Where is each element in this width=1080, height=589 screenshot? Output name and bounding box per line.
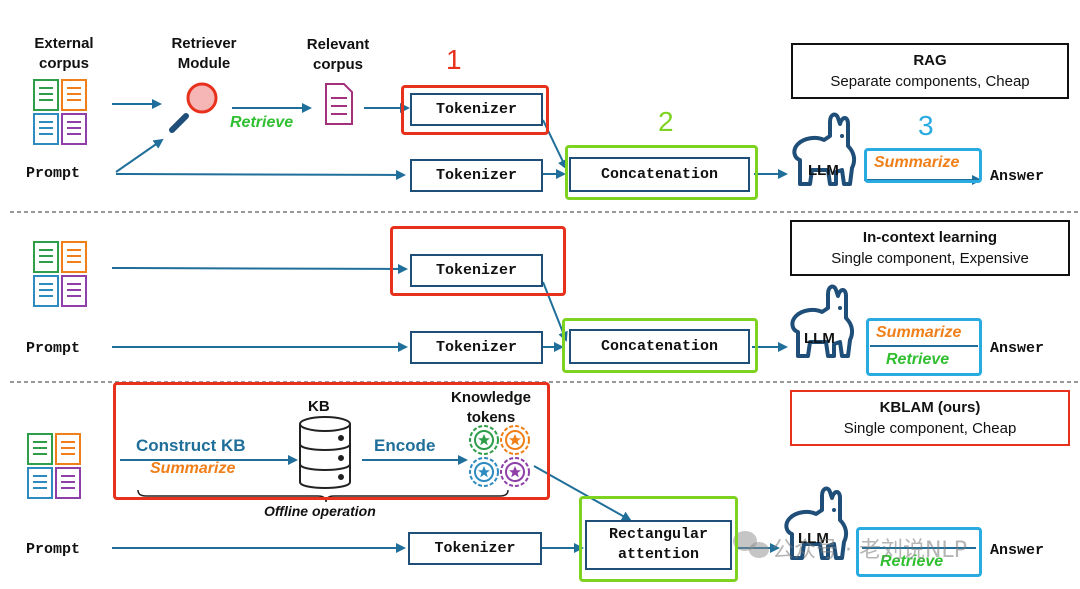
- summarize-label: Summarize: [876, 324, 962, 341]
- icl-concatenation-highlight: [562, 318, 758, 373]
- rag-caption-subtitle: Separate components, Cheap: [830, 73, 1030, 90]
- llm-label: LLM: [804, 330, 835, 347]
- relevant-corpus-label: Relevant corpus: [306, 36, 370, 73]
- database-icon: [299, 416, 351, 489]
- answer-label: Answer: [990, 340, 1045, 357]
- tokenizer-box: Tokenizer: [410, 254, 543, 287]
- prompt-label: Prompt: [26, 340, 81, 357]
- summarize-label: Summarize: [150, 460, 236, 477]
- tokenizer-box: Tokenizer: [410, 93, 543, 126]
- concatenation-box: Concatenation: [569, 329, 750, 364]
- step-2-number: 2: [658, 106, 674, 137]
- retrieve-label: Retrieve: [880, 553, 944, 570]
- concatenation-box: Concatenation: [569, 157, 750, 192]
- kblam-caption-subtitle: Single component, Cheap: [843, 420, 1017, 437]
- icl-caption-subtitle: Single component, Expensive: [831, 250, 1029, 267]
- step-3-number: 3: [918, 110, 934, 141]
- icl-summarize-retrieve-highlight: [866, 318, 982, 376]
- llm-label: LLM: [808, 162, 839, 179]
- answer-label: Answer: [990, 168, 1045, 185]
- tokenizer-box: Tokenizer: [410, 159, 543, 192]
- divider-line: [870, 345, 978, 347]
- summarize-label: Summarize: [874, 154, 960, 171]
- icl-caption: In-context learning Single component, Ex…: [790, 220, 1070, 276]
- watermark-text: 公众号 · 老刘说NLP: [772, 538, 967, 563]
- knowledge-tokens-label: Knowledge tokens: [450, 389, 531, 426]
- prompt-label: Prompt: [26, 541, 81, 558]
- rag-caption: RAG Separate components, Cheap: [791, 43, 1069, 99]
- documents-icon: [33, 241, 87, 307]
- icl-caption-title: In-context learning: [862, 229, 998, 246]
- tokenizer-box: Tokenizer: [410, 331, 543, 364]
- retriever-module-label: Retriever Module: [171, 35, 237, 72]
- encode-label: Encode: [374, 436, 436, 455]
- step-1-highlight: [401, 85, 549, 135]
- llm-label: LLM: [798, 530, 829, 547]
- offline-brace: [137, 489, 509, 503]
- retrieve-label: Retrieve: [230, 114, 294, 131]
- tokenizer-box: Tokenizer: [408, 532, 542, 565]
- prompt-label: Prompt: [26, 165, 81, 182]
- kblam-retrieve-highlight: [856, 527, 982, 577]
- construct-kb-label: Construct KB: [136, 436, 246, 455]
- document-icon: [325, 83, 353, 125]
- rect-attention-highlight: [579, 496, 738, 582]
- kb-label: KB: [308, 398, 330, 415]
- icl-tokenizer-highlight: [390, 226, 566, 296]
- magnifier-icon: [169, 82, 218, 133]
- step-3-highlight: [864, 148, 982, 183]
- offline-kb-highlight: [113, 382, 550, 500]
- wechat-logo-icon: [733, 531, 769, 558]
- offline-operation-label: Offline operation: [264, 503, 376, 519]
- kblam-caption: KBLAM (ours) Single component, Cheap: [790, 390, 1070, 446]
- divider-line: [862, 547, 976, 549]
- answer-label: Answer: [990, 542, 1045, 559]
- documents-icon: [33, 79, 87, 145]
- retrieve-label: Retrieve: [886, 351, 950, 368]
- rectangular-attention-box: Rectangular attention: [585, 520, 732, 570]
- step-1-number: 1: [446, 44, 462, 75]
- documents-icon: [27, 433, 81, 499]
- kblam-caption-title: KBLAM (ours): [879, 399, 981, 416]
- external-corpus-label: External corpus: [34, 35, 94, 72]
- step-2-highlight: [565, 145, 758, 200]
- rag-caption-title: RAG: [913, 52, 947, 69]
